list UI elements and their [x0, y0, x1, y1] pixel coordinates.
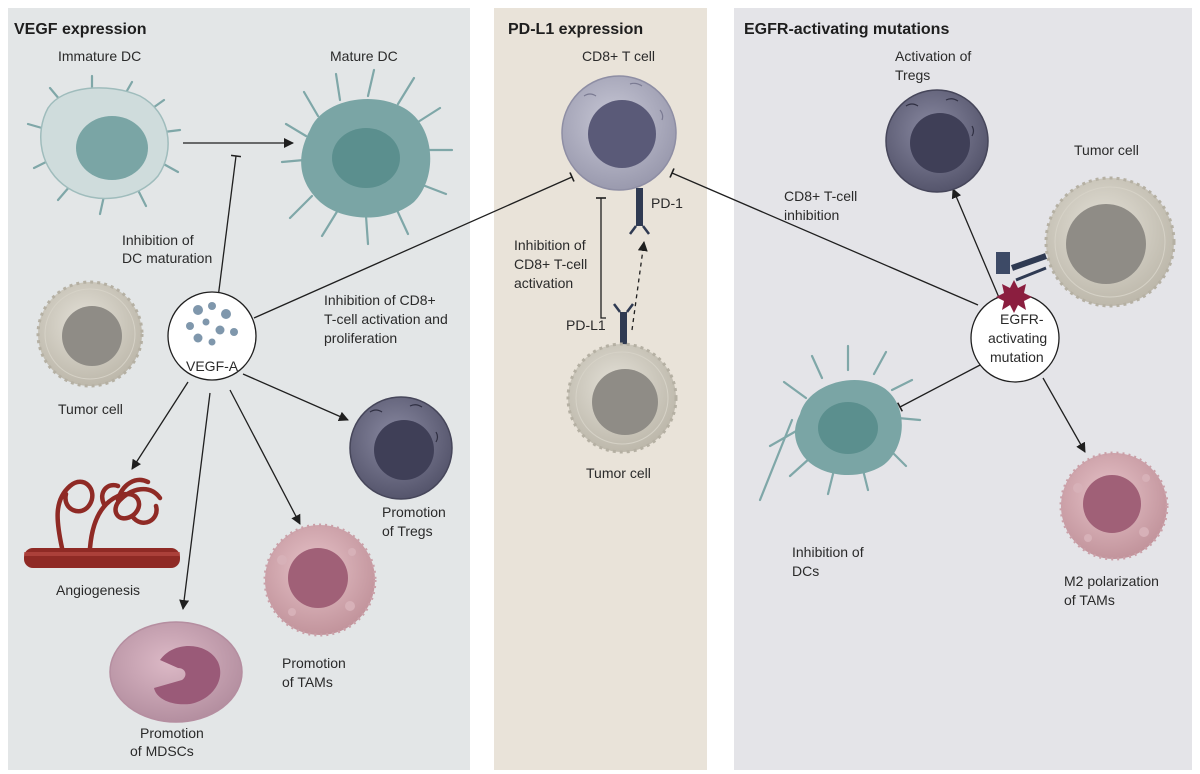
label-cd8-inhibition-2: inhibition [784, 207, 839, 223]
label-inhibition-dcs-1: Inhibition of [792, 544, 864, 560]
tumor-cell-vegf [36, 280, 144, 388]
dc-cell-egfr [758, 344, 922, 502]
arrow-to-tregs [242, 373, 349, 421]
panel-title-egfr: EGFR-activating mutations [744, 21, 949, 38]
label-tumor-cell-pdl1: Tumor cell [586, 465, 651, 481]
arrow-to-m2 [1042, 377, 1086, 453]
treg-cell-vegf [349, 396, 453, 500]
label-egfr-mutation-1: EGFR- [1000, 311, 1044, 327]
label-immature-dc: Immature DC [58, 48, 141, 64]
label-tams-1: Promotion [282, 655, 346, 671]
tam-cell-egfr [1059, 451, 1169, 561]
label-tregs-1: Promotion [382, 504, 446, 520]
label-vegf-a: VEGF-A [186, 358, 239, 374]
arrow-to-mdscs [179, 392, 211, 610]
inhibit-cd8-vegf [253, 172, 575, 319]
mutation-star-icon [996, 280, 1032, 313]
inhibit-dcs [896, 363, 983, 412]
label-egfr-mutation-3: mutation [990, 349, 1044, 365]
label-inhibition-dc-1: Inhibition of [122, 232, 194, 248]
label-tumor-cell-vegf: Tumor cell [58, 401, 123, 417]
label-m2-1: M2 polarization [1064, 573, 1159, 589]
angiogenesis-vessels [24, 477, 180, 568]
arrow-to-angiogenesis [131, 381, 189, 470]
label-inhibition-pdl1-1: Inhibition of [514, 237, 586, 253]
panel-title-pdl1: PD-L1 expression [508, 21, 643, 38]
label-cd8-t-cell: CD8+ T cell [582, 48, 655, 64]
arrow-to-tams [229, 389, 301, 525]
label-egfr-mutation-2: activating [988, 330, 1047, 346]
cd8-t-cell [561, 75, 677, 191]
panel-title-vegf: VEGF expression [14, 21, 147, 38]
label-activation-tregs-2: Tregs [895, 67, 930, 83]
tam-cell-vegf [263, 523, 377, 637]
tumor-cell-egfr [1044, 176, 1176, 308]
inhibit-cd8-egfr [669, 168, 979, 306]
label-mature-dc: Mature DC [330, 48, 398, 64]
label-pdl1: PD-L1 [566, 317, 606, 333]
treg-cell-egfr [885, 89, 989, 193]
mature-dc-cell [280, 68, 454, 246]
label-tams-2: of TAMs [282, 674, 333, 690]
label-inhibition-pdl1-2: CD8+ T-cell [514, 256, 587, 272]
inhibit-dc-maturation [217, 154, 242, 299]
label-pd1: PD-1 [651, 195, 683, 211]
label-inhibition-cd8-3: proliferation [324, 330, 397, 346]
immature-dc-cell [26, 74, 182, 216]
label-angiogenesis: Angiogenesis [56, 582, 140, 598]
label-mdscs-2: of MDSCs [130, 743, 194, 759]
label-mdscs-1: Promotion [140, 725, 204, 741]
label-inhibition-cd8-1: Inhibition of CD8+ [324, 292, 436, 308]
label-tumor-cell-egfr: Tumor cell [1074, 142, 1139, 158]
inhibit-cd8-pdl1 [596, 197, 606, 319]
label-inhibition-pdl1-3: activation [514, 275, 573, 291]
tumor-cell-pdl1 [566, 342, 678, 454]
label-inhibition-cd8-2: T-cell activation and [324, 311, 448, 327]
label-inhibition-dc-2: DC maturation [122, 250, 212, 266]
label-inhibition-dcs-2: DCs [792, 563, 819, 579]
label-cd8-inhibition-1: CD8+ T-cell [784, 188, 857, 204]
pdl1-pd1-binding [631, 241, 648, 331]
label-activation-tregs-1: Activation of [895, 48, 971, 64]
vegf-a-node [167, 291, 257, 381]
mdsc-cell [109, 621, 243, 723]
pd1-receptor [629, 188, 650, 235]
label-m2-2: of TAMs [1064, 592, 1115, 608]
arrow-to-egfr-tregs [951, 188, 1001, 301]
label-tregs-2: of Tregs [382, 523, 433, 539]
pdl1-ligand [613, 303, 634, 350]
egfr-receptor [996, 252, 1047, 282]
